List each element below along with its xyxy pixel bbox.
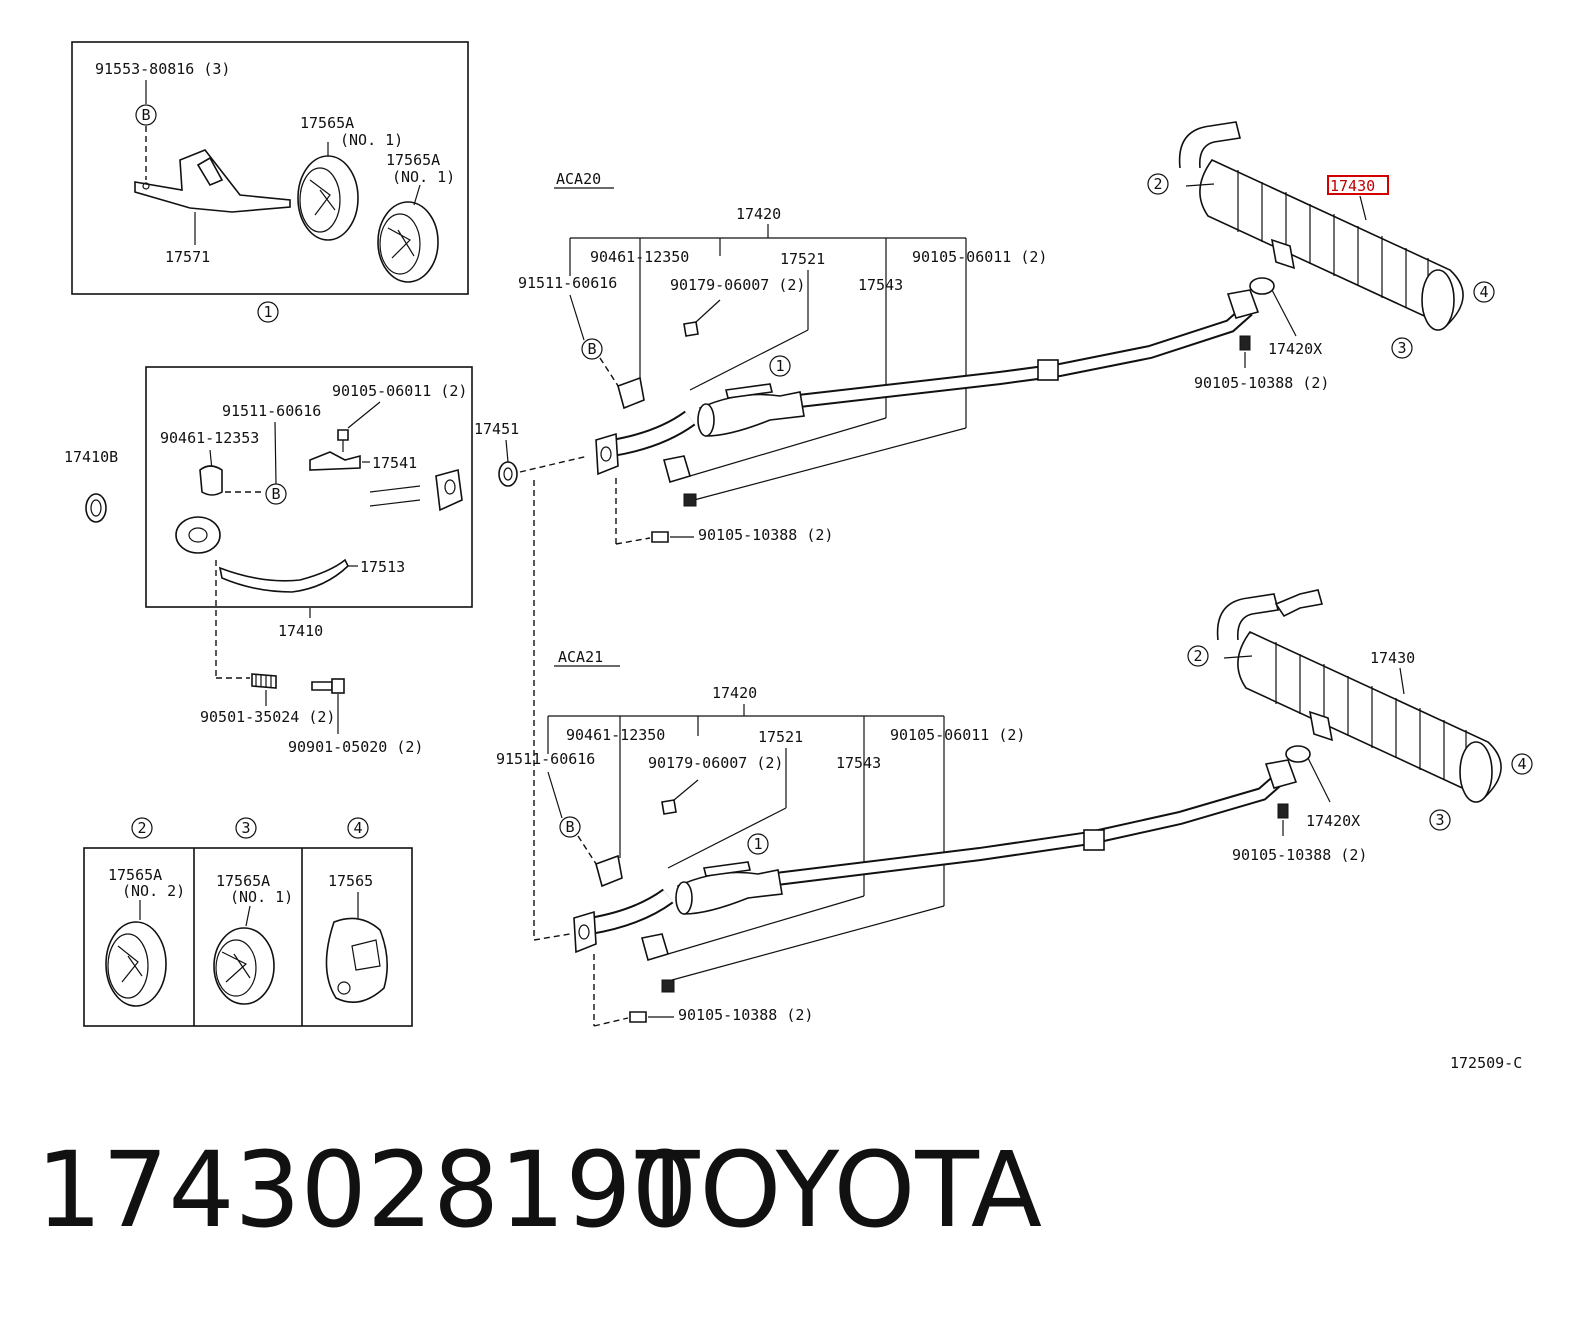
hanger-a-no: (NO. 1): [340, 131, 403, 149]
lower-bolt-a-label[interactable]: 90105-06011 (2): [890, 726, 1025, 744]
upper-clamp-part-label[interactable]: 91511-60616: [518, 274, 617, 292]
table-col2-no: (NO. 2): [122, 882, 185, 900]
upper-bolt-a-label[interactable]: 90105-06011 (2): [912, 248, 1047, 266]
lower-tail-bolt-label[interactable]: 90105-10388 (2): [1232, 846, 1367, 864]
upper-tail-bolt-label[interactable]: 90105-10388 (2): [1194, 374, 1329, 392]
upper-callout-1: 1: [775, 357, 784, 375]
lower-bracket-label[interactable]: 17543: [836, 754, 881, 772]
brand-title: TOYOTA: [635, 1129, 1042, 1251]
front-pipe-box: 90105-06011 (2) 91511-60616 90461-12353 …: [145, 366, 473, 640]
bracket-17571-drawing: [134, 149, 291, 213]
upper-callout-b: B: [587, 340, 596, 358]
lower-bolt-b-label[interactable]: 90105-10388 (2): [678, 1006, 813, 1024]
upper-gasket-label[interactable]: 17420X: [1268, 340, 1322, 358]
hanger-17565-drawing: [325, 917, 388, 1004]
upper-muffler-drawing: [1178, 121, 1464, 331]
upper-callout-3: 3: [1397, 339, 1406, 357]
upper-callout-2: 2: [1153, 175, 1162, 193]
front-pipe-label[interactable]: 17410: [278, 622, 323, 640]
lower-muffler-drawing: [1216, 589, 1502, 803]
table-callout-3: 3: [241, 819, 250, 837]
lower-callout-3: 3: [1435, 811, 1444, 829]
table-col3-part[interactable]: 17565A: [216, 872, 270, 890]
front-bolt-top-label[interactable]: 90105-06011 (2): [332, 382, 467, 400]
lower-gasket-label[interactable]: 17420X: [1306, 812, 1360, 830]
bracket-label[interactable]: 17571: [165, 248, 210, 266]
lower-muffler-label[interactable]: 17430: [1370, 649, 1415, 667]
lower-callout-2: 2: [1193, 647, 1202, 665]
front-bracket-drawing: [309, 451, 361, 471]
detail-box-1-frame: [71, 41, 469, 295]
lower-callout-b: B: [565, 818, 574, 836]
upper-muffler-label[interactable]: 17430: [1330, 177, 1375, 195]
upper-bolt-b-label[interactable]: 90105-10388 (2): [698, 526, 833, 544]
upper-assembly-label[interactable]: 17420: [736, 205, 781, 223]
front-bolt-drawing: [311, 678, 345, 694]
table-callout-4: 4: [353, 819, 362, 837]
hanger-b-label[interactable]: 17565A: [386, 151, 440, 169]
hanger-no2-drawing: [105, 921, 167, 1007]
figure-code: 172509-C: [1450, 1054, 1522, 1072]
lower-nut-label[interactable]: 90179-06007 (2): [648, 754, 783, 772]
lower-callout-4: 4: [1517, 755, 1526, 773]
part-number-title: 1743028190: [36, 1129, 698, 1251]
lower-assembly: ACA21 17420 90461-12350 91511-60616 9017…: [496, 589, 1533, 1027]
hanger-b-no: (NO. 1): [392, 168, 455, 186]
upper-clamp-label[interactable]: 90461-12350: [590, 248, 689, 266]
lower-assembly-label[interactable]: 17420: [712, 684, 757, 702]
screw-label[interactable]: 91553-80816 (3): [95, 60, 230, 78]
hanger-b-drawing: [377, 201, 439, 283]
table-callout-2: 2: [137, 819, 146, 837]
table-col3-no: (NO. 1): [230, 888, 293, 906]
heat-insulator-drawing: [218, 558, 349, 593]
upper-pipe-drawing: [595, 289, 1260, 476]
detail-box-1: 91553-80816 (3) B 17571 17565A (NO. 1) 1…: [71, 41, 469, 295]
lower-clamp-part-label[interactable]: 91511-60616: [496, 750, 595, 768]
lower-insulator-label[interactable]: 17521: [758, 728, 803, 746]
callout-b-label: B: [141, 106, 150, 124]
front-clamp-drawing: [199, 465, 223, 496]
lower-clamp-label[interactable]: 90461-12350: [566, 726, 665, 744]
upper-assembly: ACA20 17420 90461-12350 91511-60616 9017…: [518, 121, 1495, 545]
front-pipe-box-frame: [145, 366, 473, 608]
front-bracket-label[interactable]: 17541: [372, 454, 417, 472]
highlight-box: [1327, 175, 1389, 195]
heat-insulator-label[interactable]: 17513: [360, 558, 405, 576]
front-clamp-label[interactable]: 90461-12353: [160, 429, 259, 447]
table-col4-part[interactable]: 17565: [328, 872, 373, 890]
callout-1-box: 1: [263, 303, 272, 321]
upper-variant-label: ACA20: [556, 170, 601, 188]
upper-bracket-label[interactable]: 17543: [858, 276, 903, 294]
callout-b-circle: [135, 104, 157, 126]
hanger-a-drawing: [297, 155, 359, 241]
hanger-table-frame: [83, 847, 413, 1027]
upper-catalytic: [699, 391, 805, 437]
lower-callout-1: 1: [753, 835, 762, 853]
lower-catalytic: [677, 869, 783, 915]
table-col2-part[interactable]: 17565A: [108, 866, 162, 884]
upper-nut-label[interactable]: 90179-06007 (2): [670, 276, 805, 294]
upper-callout-4: 4: [1479, 283, 1488, 301]
hanger-table: 2 3 4 17565A (NO. 2) 17565A (NO. 1) 1756…: [83, 817, 413, 1027]
front-callout-b: B: [271, 485, 280, 503]
gasket-17410b-label[interactable]: 17410B: [64, 448, 118, 466]
lower-variant-label: ACA21: [558, 648, 603, 666]
front-clamp-part-label[interactable]: 91511-60616: [222, 402, 321, 420]
gasket-17410b: 17410B: [64, 448, 118, 523]
hanger-a-label[interactable]: 17565A: [300, 114, 354, 132]
hanger-no1-drawing: [213, 927, 275, 1005]
front-pipe-drawing: [175, 468, 463, 554]
upper-insulator-label[interactable]: 17521: [780, 250, 825, 268]
gasket-ring-label[interactable]: 17451: [474, 420, 519, 438]
spring-bolt-drawing: [251, 673, 277, 689]
spring-bolt-label[interactable]: 90501-35024 (2): [200, 708, 335, 726]
front-bolt-label[interactable]: 90901-05020 (2): [288, 738, 423, 756]
lower-pipe-drawing: [573, 759, 1298, 954]
gasket-ring-drawing: [498, 461, 518, 487]
